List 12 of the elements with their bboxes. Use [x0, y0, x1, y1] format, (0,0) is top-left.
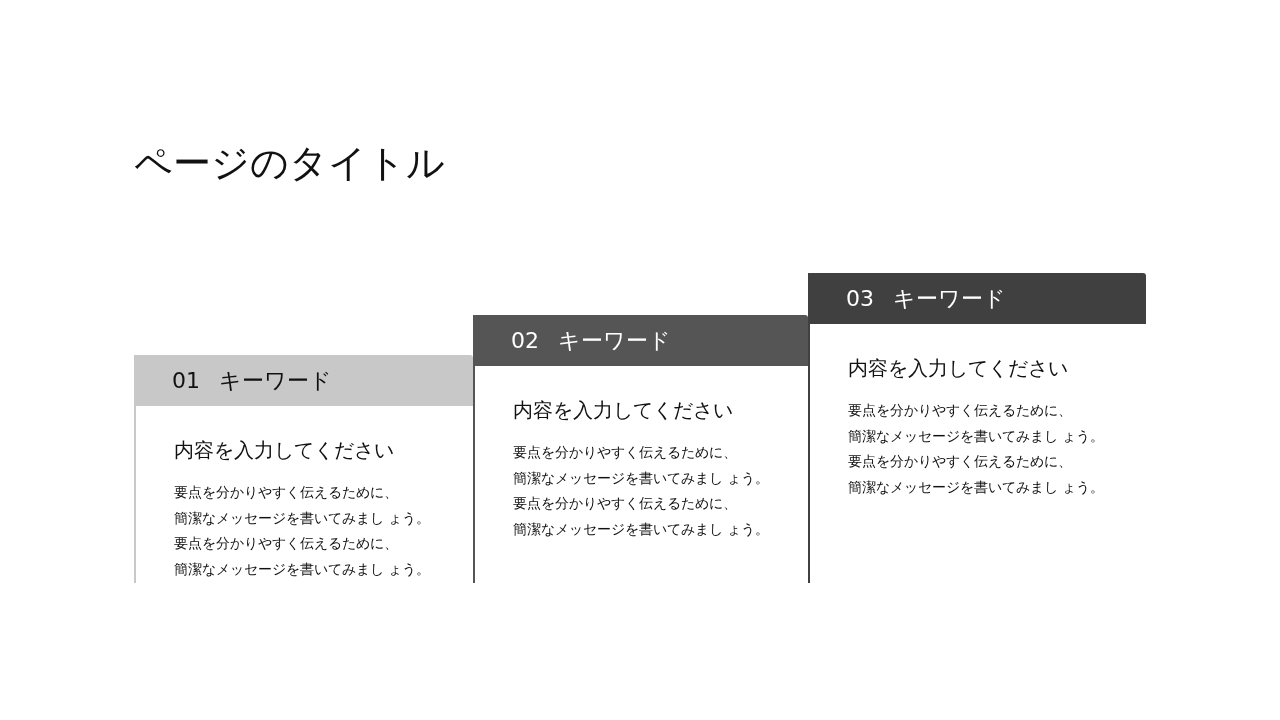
- body-text: 要点を分かりやすく伝えるために、簡潔なメッセージを書いてみまし ょう。要点を分かりやすく伝えるために、簡潔なメッセージを書いてみまし ょう。: [848, 401, 1106, 497]
- header-band: 02 キーワード: [473, 315, 808, 366]
- body-text: 要点を分かりやすく伝えるために、簡潔なメッセージを書いてみまし ょう。要点を分かりやすく伝えるために、簡潔なメッセージを書いてみまし ょう。: [174, 483, 432, 579]
- step-card: [473, 315, 808, 583]
- page-title: ページのタイトル: [134, 140, 445, 187]
- step-card: [134, 355, 473, 583]
- card-heading: 内容を入力してください: [848, 355, 1068, 382]
- header-band: 03 キーワード: [808, 273, 1146, 324]
- card-heading: 内容を入力してください: [174, 437, 394, 464]
- body-text: 要点を分かりやすく伝えるために、簡潔なメッセージを書いてみまし ょう。要点を分かりやすく伝えるために、簡潔なメッセージを書いてみまし ょう。: [513, 443, 771, 539]
- card-heading: 内容を入力してください: [513, 397, 733, 424]
- header-band: 01 キーワード: [134, 355, 473, 406]
